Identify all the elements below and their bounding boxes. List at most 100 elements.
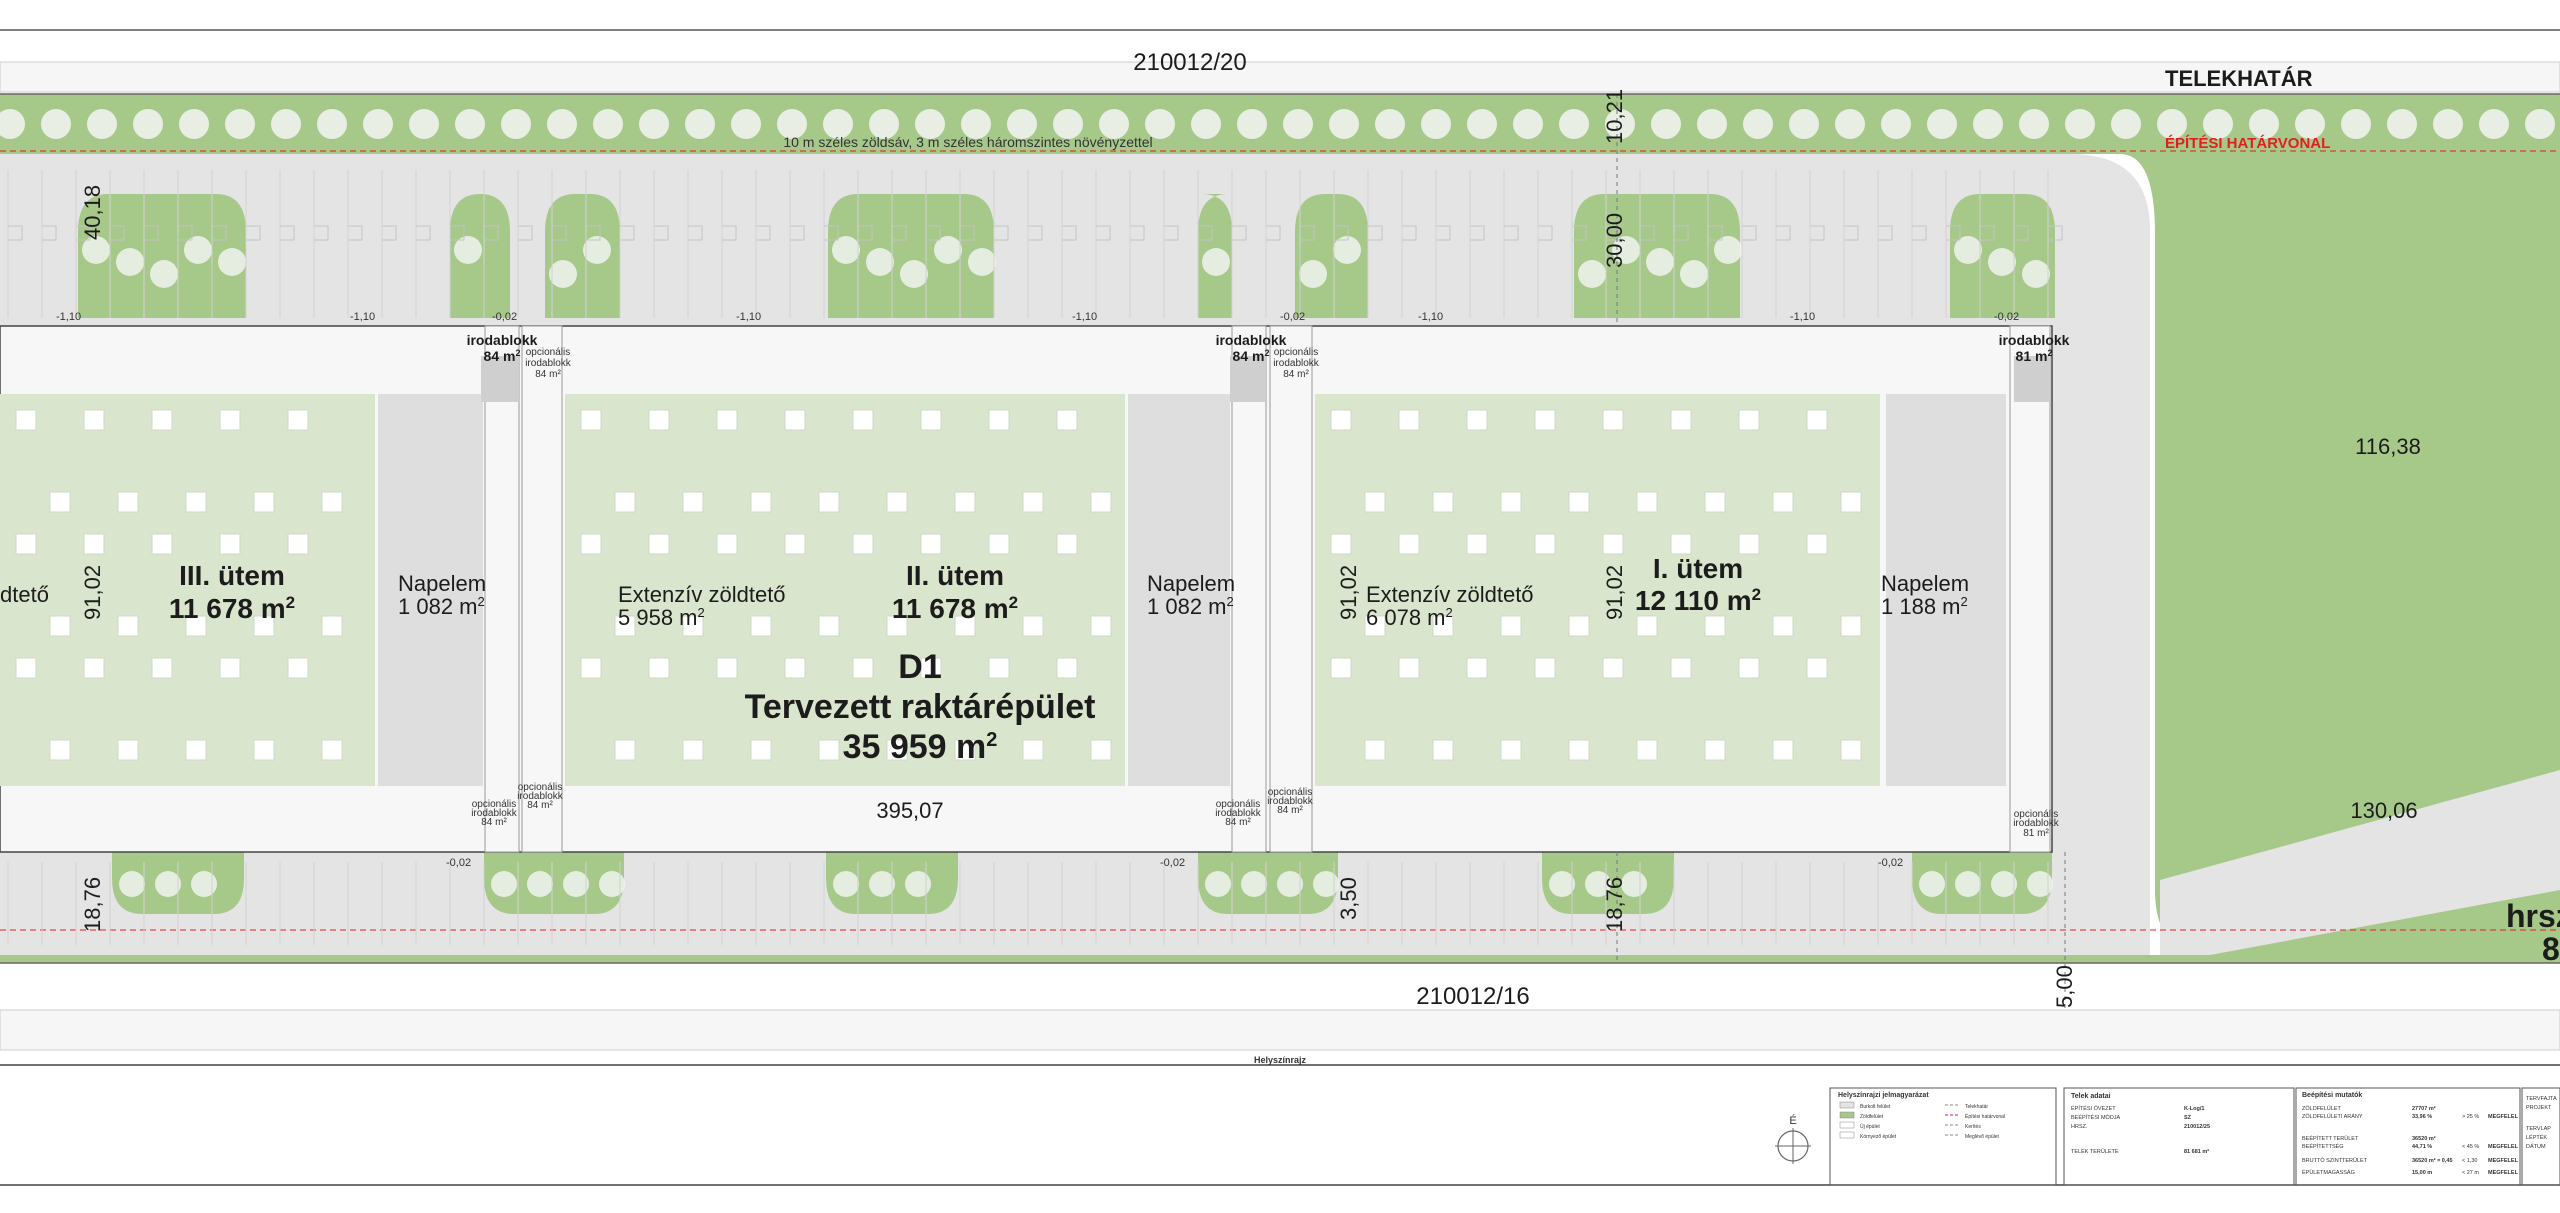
skylight [83,657,105,679]
legend-item: Környező épület [1860,1134,1897,1140]
roof-zone-label-2: Extenzív zöldtető [618,582,786,607]
plot-row-key: BEÉPÍTÉSI MÓDJA [2071,1114,2121,1121]
tree-icon [1697,109,1727,139]
skylight [1738,533,1760,555]
skylight [818,739,840,761]
level-mark: -0,02 [1280,311,1305,323]
tree-icon [1333,236,1361,264]
skylight [988,533,1010,555]
skylight [83,533,105,555]
indicator-key: ZÖLDFELÜLETI ARÁNY [2302,1113,2363,1120]
indicator-value: 33,96 % [2412,1114,2432,1120]
svg-text:opcionális: opcionális [472,799,516,810]
tree-icon [2022,260,2050,288]
tree-icon [1927,109,1957,139]
indicator-status: MEGFELEL [2488,1170,2519,1176]
tree-icon [2341,109,2371,139]
roof-zone-area-4: 6 078 m2 [1366,605,1453,630]
phase-2-area: 11 678 m2 [892,593,1018,624]
tree-icon [1680,260,1708,288]
indicator-key: ÉPÜLETMAGASSÁG [2302,1169,2355,1176]
legend-item: Telekhatár [1965,1104,1988,1110]
office-area-2: 84 m2 [1233,348,1270,364]
phase-3-name: III. ütem [179,560,285,591]
skylight [1636,491,1658,513]
skylight [15,533,37,555]
skylight [1806,533,1828,555]
svg-text:irodablokk: irodablokk [471,808,518,819]
legend-item: Építési határvonal [1965,1113,2005,1120]
legend-swatch [1839,1101,1855,1109]
skylight [1602,409,1624,431]
tree-icon [685,109,715,139]
tree-icon [1973,109,2003,139]
skylight [954,615,976,637]
tree-icon [1283,109,1313,139]
tree-icon [116,248,144,276]
tree-icon [563,871,589,897]
skylight [1466,409,1488,431]
skylight [1602,533,1624,555]
legend-swatch [1839,1121,1855,1129]
tree-icon [869,871,895,897]
skylight [852,657,874,679]
skylight [580,657,602,679]
tree-icon [271,109,301,139]
tree-icon [1605,109,1635,139]
skylight [852,409,874,431]
roof-zone-label-1: Napelem [398,571,486,596]
tree-icon [1513,109,1543,139]
indicator-value: 44,71 % [2412,1144,2432,1150]
skylight [49,491,71,513]
tree-icon [869,109,899,139]
building-id: D1 [898,648,941,686]
skylight [1772,739,1794,761]
tree-icon [82,236,110,264]
tree-icon [218,248,246,276]
tree-icon [1714,236,1742,264]
tree-icon [1646,248,1674,276]
office-label-2: irodablokk [1216,332,1287,348]
svg-text:irodablokk: irodablokk [1267,796,1314,807]
skylight [648,533,670,555]
north-arrow: É [1775,1114,1811,1164]
plot-row-value: 81 681 m² [2184,1148,2209,1155]
dim-bottom-left: 18,76 [80,877,105,932]
phase-1-name: I. ütem [1653,553,1743,584]
skylight [1432,491,1454,513]
tree-icon [549,260,577,288]
tree-icon [1329,109,1359,139]
skylight [1398,409,1420,431]
green-island [828,194,994,318]
skylight [287,533,309,555]
dim-width-right: 91,02 [1602,565,1627,620]
tree-icon [2433,109,2463,139]
level-mark: -0,02 [1160,857,1185,869]
tree-icon [1881,109,1911,139]
skylight [1670,409,1692,431]
plot-row-key: ÉPÍTÉSI ÖVEZET [2071,1105,2116,1112]
tree-icon [1277,871,1303,897]
sheet-title: Helyszínrajz [1254,1055,1307,1065]
level-mark: -0,02 [1878,857,1903,869]
skylight [219,533,241,555]
skylight [1840,739,1862,761]
skylight [648,409,670,431]
skylight [15,409,37,431]
skylight [253,739,275,761]
skylight [1772,491,1794,513]
tree-icon [2525,109,2555,139]
level-mark: -1,10 [350,311,375,323]
skylight [784,533,806,555]
legend-swatch [1839,1131,1855,1139]
indicator-key: BRUTTÓ SZINTTERÜLET [2302,1157,2368,1164]
svg-text:opcionális: opcionális [518,782,562,793]
indicator-value: 36520 m² [2412,1135,2436,1142]
skylight [1738,409,1760,431]
tree-icon [1007,109,1037,139]
legend-item: Meglévő épület [1965,1134,2000,1140]
tree-icon [0,109,25,139]
